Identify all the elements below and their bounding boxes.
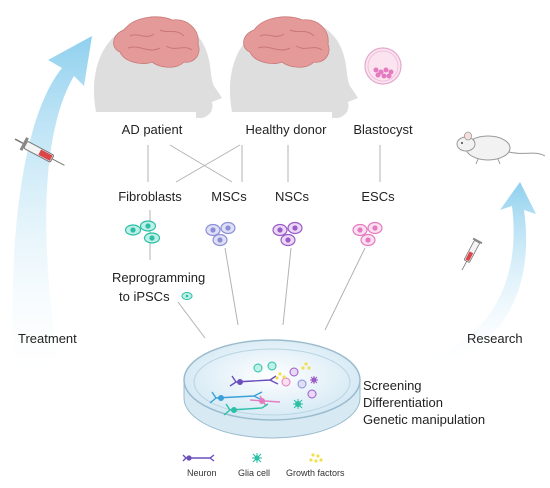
research-arrow	[430, 182, 536, 364]
label-screening: Screening	[363, 378, 422, 393]
label-differentiation: Differentiation	[363, 395, 443, 410]
label-reprogramming-line1: Reprogramming	[112, 270, 206, 285]
head-ad-patient-icon	[93, 16, 222, 118]
label-nscs: NSCs	[275, 189, 309, 204]
ipsc-cell	[181, 292, 193, 300]
fibroblast-cells	[124, 220, 161, 244]
treatment-arrow	[12, 36, 92, 370]
label-blastocyst: Blastocyst	[353, 122, 413, 137]
label-escs: ESCs	[361, 189, 395, 204]
petri-dish	[183, 339, 361, 439]
legend-neuron-label: Neuron	[187, 468, 217, 478]
blastocyst-icon	[364, 47, 402, 85]
syringe-icon	[14, 137, 65, 166]
label-treatment: Treatment	[18, 331, 77, 346]
label-reprogramming-line2: to iPSCs	[119, 289, 170, 304]
msc-cells	[205, 221, 236, 247]
legend-neuron-icon	[182, 454, 215, 462]
connector-lines	[147, 144, 381, 339]
label-mscs: MSCs	[211, 189, 247, 204]
label-fibroblasts: Fibroblasts	[118, 189, 182, 204]
syringe-icon-right	[461, 237, 483, 271]
legend-glia-label: Glia cell	[238, 468, 271, 478]
label-ad-patient: AD patient	[121, 122, 183, 137]
legend-growth-icon	[309, 453, 323, 463]
legend-glia-icon	[252, 453, 262, 463]
dish-contents	[209, 361, 318, 416]
label-healthy-donor: Healthy donor	[245, 122, 327, 137]
legend-growth-label: Growth factors	[286, 468, 345, 478]
label-research: Research	[467, 331, 523, 346]
esc-cells	[352, 221, 383, 247]
mouse-icon	[456, 131, 546, 165]
nsc-cells	[272, 221, 303, 247]
label-genetic-manipulation: Genetic manipulation	[363, 412, 486, 427]
head-healthy-donor-icon	[229, 16, 358, 118]
